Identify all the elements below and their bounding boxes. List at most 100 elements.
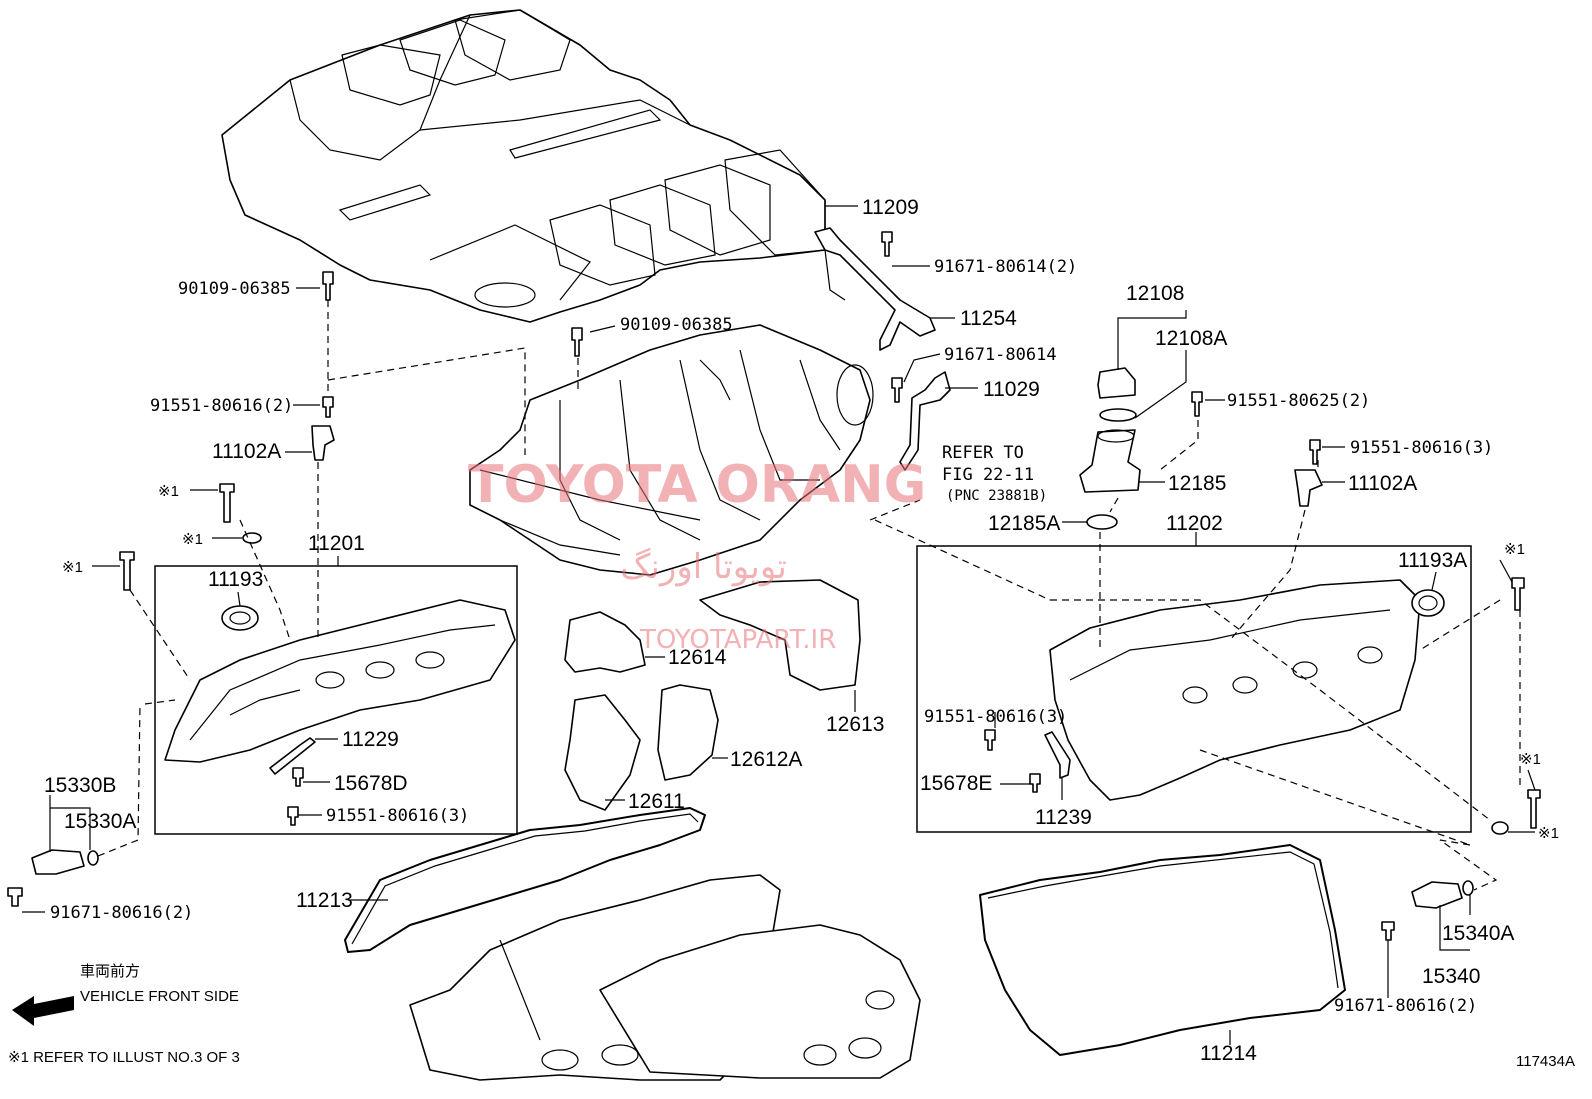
label-11193A[interactable]: 11193A	[1398, 549, 1467, 572]
label-11213[interactable]: 11213	[296, 889, 353, 912]
assembly-lines	[97, 300, 1521, 891]
label-91551-80616-2[interactable]: 91551-80616(2)	[150, 396, 293, 416]
ref-mark-3: ※1	[62, 559, 83, 576]
bolt-91671-80614[interactable]	[891, 377, 903, 403]
label-90109-06385-a[interactable]: 90109-06385	[178, 279, 291, 299]
label-12185[interactable]: 12185	[1168, 472, 1226, 495]
oil-control-valve-15330[interactable]	[31, 849, 99, 875]
ref-mark-5: ※1	[1520, 751, 1541, 768]
bolt-15678D[interactable]	[292, 767, 304, 787]
label-12614[interactable]: 12614	[668, 646, 727, 669]
oil-seal-11193[interactable]	[221, 605, 259, 631]
refer-line-2[interactable]: FIG 22-11	[942, 465, 1034, 485]
label-11239[interactable]: 11239	[1035, 806, 1092, 829]
box-11202	[916, 545, 1472, 833]
oil-control-valve-15340[interactable]	[1411, 880, 1474, 909]
part-labels: 11209 90109-06385 90109-06385 91671-8061…	[44, 196, 1559, 1065]
label-91671-80616-2-right[interactable]: 91671-80616(2)	[1334, 996, 1477, 1016]
label-11209[interactable]: 11209	[862, 196, 919, 219]
insulator-12612A[interactable]	[657, 684, 719, 781]
label-15340[interactable]: 15340	[1422, 965, 1480, 988]
gasket-11214[interactable]	[979, 844, 1346, 1056]
bolt-91551-80625[interactable]	[1191, 391, 1203, 417]
bracket-11229[interactable]	[269, 737, 316, 775]
washer-ref1-f[interactable]	[1491, 821, 1509, 835]
bolt-91551-80616-3-left[interactable]	[287, 806, 299, 826]
label-12185A[interactable]: 12185A	[988, 512, 1060, 535]
bracket-11239[interactable]	[1044, 731, 1071, 779]
footnote: ※1 REFER TO ILLUST NO.3 OF 3	[8, 1049, 240, 1066]
label-91551-80616-3-left[interactable]: 91551-80616(3)	[326, 806, 469, 826]
label-11201[interactable]: 11201	[308, 532, 365, 555]
label-91551-80616-3-right[interactable]: 91551-80616(3)	[1350, 438, 1493, 458]
label-11029[interactable]: 11029	[983, 378, 1040, 401]
label-91551-80625-2[interactable]: 91551-80625(2)	[1227, 391, 1370, 411]
label-15678E[interactable]: 15678E	[920, 772, 992, 795]
bolt-ref1-c[interactable]	[119, 551, 135, 591]
bolt-15678E[interactable]	[1029, 773, 1041, 793]
label-15330A[interactable]: 15330A	[64, 810, 136, 833]
valve-cover-left-11201[interactable]	[164, 599, 516, 763]
watermark-arabic: تویوتا اورنگ	[620, 547, 787, 587]
label-11202[interactable]: 11202	[1166, 512, 1223, 535]
label-90109-06385-b[interactable]: 90109-06385	[620, 315, 733, 335]
ref-mark-6: ※1	[1538, 825, 1559, 842]
oil-filler-cap-12108[interactable]	[1097, 367, 1137, 422]
watermark-main: TOYOTA ORANG	[468, 455, 926, 515]
bracket-11029[interactable]	[899, 371, 951, 471]
bolt-ref1-a[interactable]	[219, 483, 235, 523]
label-15340A[interactable]: 15340A	[1442, 922, 1514, 945]
oil-filler-pipe-12185[interactable]	[1079, 429, 1141, 493]
bolt-ref1-d[interactable]	[1511, 577, 1525, 611]
label-12613[interactable]: 12613	[826, 713, 884, 736]
label-91551-80616-3-mid[interactable]: 91551-80616(3)	[924, 707, 1067, 727]
label-11229[interactable]: 11229	[342, 728, 399, 751]
label-12108[interactable]: 12108	[1126, 282, 1184, 305]
oil-seal-11193A[interactable]	[1411, 589, 1445, 617]
gasket-12185A[interactable]	[1086, 514, 1118, 530]
gasket-11213[interactable]	[344, 807, 706, 953]
label-91671-80614-2[interactable]: 91671-80614(2)	[934, 257, 1077, 277]
label-11102A-right[interactable]: 11102A	[1348, 472, 1417, 495]
bolt-90109-a[interactable]	[322, 271, 334, 301]
watermark-url: TOYOTAPART.IR	[639, 625, 836, 655]
bolt-ref1-e[interactable]	[1527, 789, 1541, 829]
bolt-91551-80616-3-right[interactable]	[1309, 439, 1321, 465]
figure-id: 117434A	[1516, 1053, 1575, 1070]
refer-line-3[interactable]: (PNC 23881B)	[946, 488, 1047, 504]
ref-mark-2: ※1	[182, 531, 203, 548]
valve-cover-right-11202[interactable]	[1049, 579, 1421, 801]
label-15678D[interactable]: 15678D	[334, 772, 408, 795]
bolt-91671-80616-left[interactable]	[7, 887, 23, 907]
engine-cover-11209[interactable]	[221, 9, 826, 323]
label-12611[interactable]: 12611	[628, 790, 685, 813]
label-91671-80614[interactable]: 91671-80614	[944, 345, 1057, 365]
label-11254[interactable]: 11254	[960, 307, 1017, 330]
sensor-11102A-left[interactable]	[311, 425, 335, 461]
label-11102A-left[interactable]: 11102A	[212, 440, 281, 463]
label-11193-left[interactable]: 11193	[208, 568, 263, 591]
ref-mark-1: ※1	[158, 483, 179, 500]
insulator-12614[interactable]	[564, 611, 646, 673]
bolt-91551-80616-3-mid[interactable]	[984, 729, 996, 751]
leader-lines	[22, 205, 1536, 1045]
bolt-91551-80616-2[interactable]	[322, 396, 334, 418]
label-12612A[interactable]: 12612A	[730, 748, 802, 771]
washer-ref1-b[interactable]	[242, 532, 262, 544]
ref-mark-4: ※1	[1504, 541, 1525, 558]
intake-manifold	[469, 324, 874, 576]
bolt-91671-80614-2[interactable]	[881, 231, 893, 257]
label-11214[interactable]: 11214	[1200, 1042, 1257, 1065]
box-11201	[154, 565, 518, 835]
label-12108A[interactable]: 12108A	[1155, 327, 1227, 350]
label-91671-80616-2-left[interactable]: 91671-80616(2)	[50, 903, 193, 923]
bolt-90109-b[interactable]	[571, 327, 583, 357]
bracket-11254[interactable]	[814, 227, 936, 351]
sensor-11102A-right[interactable]	[1294, 469, 1323, 507]
label-15330B[interactable]: 15330B	[44, 774, 116, 797]
insulator-12611[interactable]	[564, 694, 641, 811]
bolt-91671-80616-right[interactable]	[1381, 921, 1395, 941]
refer-line-1[interactable]: REFER TO	[942, 443, 1024, 463]
insulator-12613[interactable]	[699, 579, 861, 691]
